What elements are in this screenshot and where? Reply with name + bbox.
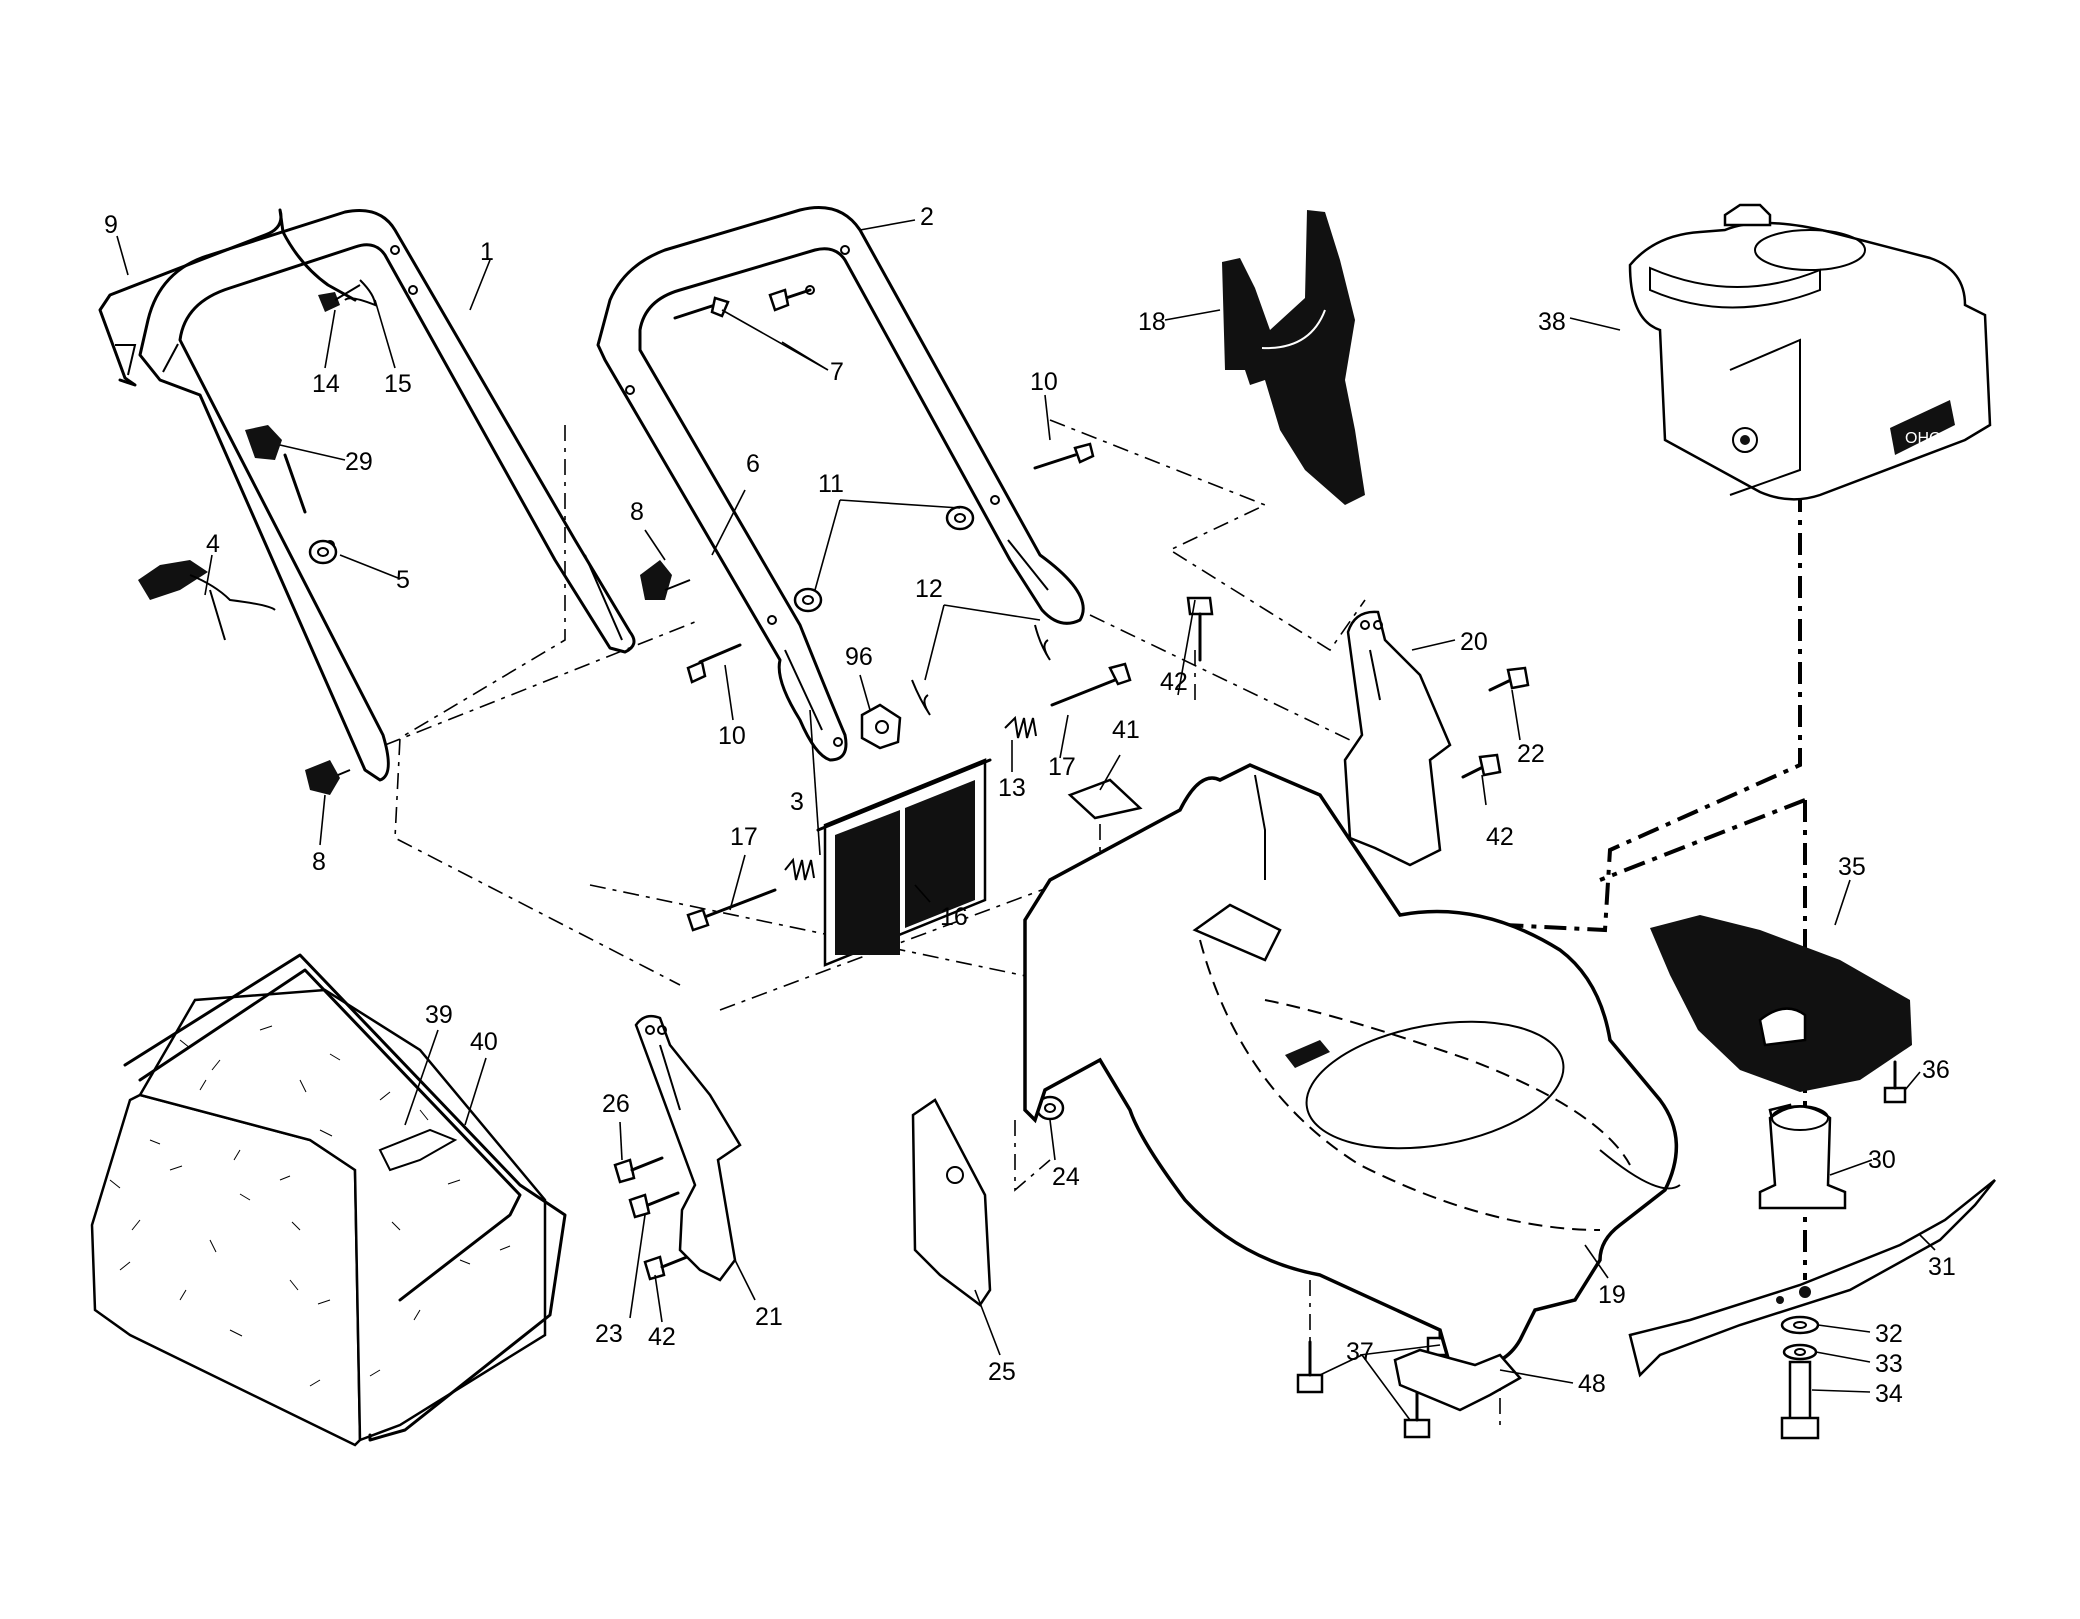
callout-19: 19 xyxy=(1598,1281,1626,1309)
callout-35: 35 xyxy=(1838,853,1866,881)
callout-39: 39 xyxy=(425,1001,453,1029)
callout-20: 20 xyxy=(1460,628,1488,656)
rear-flap xyxy=(816,758,992,967)
callout-22: 22 xyxy=(1517,740,1545,768)
deflector-41 xyxy=(1067,778,1143,820)
callout-4: 4 xyxy=(206,530,220,558)
callout-40: 40 xyxy=(470,1028,498,1056)
callout-3: 3 xyxy=(790,788,804,816)
callout-12: 12 xyxy=(915,575,943,603)
callout-labels: 1 2 3 4 5 6 7 8 8 9 10 10 11 12 13 14 15… xyxy=(104,203,1956,1408)
mower-deck xyxy=(1023,763,1681,1369)
hardware xyxy=(138,279,1907,1440)
callout-48: 48 xyxy=(1578,1370,1606,1398)
callout-42-left: 42 xyxy=(648,1323,676,1351)
callout-8-upper: 8 xyxy=(630,498,644,526)
engine: OHC xyxy=(1628,203,1992,501)
callout-30: 30 xyxy=(1868,1146,1896,1174)
leader-lines xyxy=(116,219,1936,1421)
callout-15: 15 xyxy=(384,370,412,398)
callout-23: 23 xyxy=(595,1320,623,1348)
grass-catcher xyxy=(90,953,567,1447)
lower-handle xyxy=(596,206,1085,762)
upper-handle xyxy=(138,209,636,782)
blade-support xyxy=(1758,1105,1847,1210)
callout-8-lower: 8 xyxy=(312,848,326,876)
callout-25: 25 xyxy=(988,1358,1016,1386)
callout-18: 18 xyxy=(1138,308,1166,336)
callout-13: 13 xyxy=(998,774,1026,802)
callout-6: 6 xyxy=(746,450,760,478)
callout-32: 32 xyxy=(1875,1320,1903,1348)
baffle-48 xyxy=(1393,1348,1522,1412)
callout-33: 33 xyxy=(1875,1350,1903,1378)
callout-10-right: 10 xyxy=(1030,368,1058,396)
callout-42-right: 42 xyxy=(1486,823,1514,851)
callout-17-left: 17 xyxy=(730,823,758,851)
callout-5: 5 xyxy=(396,566,410,594)
callout-42-top: 42 xyxy=(1160,668,1188,696)
callout-36: 36 xyxy=(1922,1056,1950,1084)
mulch-plug xyxy=(1222,210,1365,505)
side-discharge-plug xyxy=(911,1098,992,1307)
callout-38: 38 xyxy=(1538,308,1566,336)
callout-9: 9 xyxy=(104,211,118,239)
callout-29: 29 xyxy=(345,448,373,476)
callout-37: 37 xyxy=(1346,1338,1374,1366)
callout-7: 7 xyxy=(830,358,844,386)
callout-17-right: 17 xyxy=(1048,753,1076,781)
callout-16: 16 xyxy=(940,903,968,931)
callout-24: 24 xyxy=(1052,1163,1080,1191)
right-rear-bracket xyxy=(1343,610,1452,867)
callout-2: 2 xyxy=(920,203,934,231)
callout-31: 31 xyxy=(1928,1253,1956,1281)
left-rear-bracket xyxy=(634,1014,742,1282)
callout-34: 34 xyxy=(1875,1380,1903,1408)
engine-model-badge: OHC xyxy=(1905,430,1941,447)
control-bar xyxy=(98,208,357,387)
callout-10-left: 10 xyxy=(718,722,746,750)
callout-21: 21 xyxy=(755,1303,783,1331)
callout-26: 26 xyxy=(602,1090,630,1118)
callout-11: 11 xyxy=(818,470,844,498)
mower-blade xyxy=(1628,1179,1996,1378)
callout-14: 14 xyxy=(312,370,340,398)
callout-1: 1 xyxy=(480,238,494,266)
callout-96: 96 xyxy=(845,643,873,671)
callout-41: 41 xyxy=(1112,716,1140,744)
blade-adapter-plate xyxy=(1650,915,1912,1134)
